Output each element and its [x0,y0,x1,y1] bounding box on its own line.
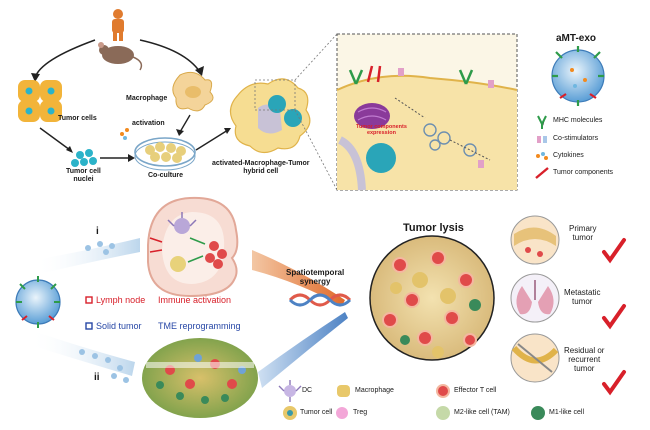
tumor-nuclei-icon [71,149,97,167]
label-hybrid-cell: activated-Macrophage-Tumor hybrid cell [212,160,310,176]
lymph-node-icon [147,196,239,298]
hybrid-cell-icon [229,78,311,154]
check-metastatic-icon [602,304,626,330]
label-synergy: Spatiotemporal synergy [286,268,345,287]
label-tumor-lysis: Tumor lysis [403,222,464,234]
legend-dc-label: DC [302,387,313,394]
check-primary-icon [602,238,626,264]
legend-tumorcomp-label: Tumor components [553,169,614,176]
legend-effector-t-icon [436,384,450,398]
legend-m1-icon [531,406,545,420]
legend-effector-t-label: Effector T cell [454,387,497,394]
tumor-lysis-circle [369,235,495,361]
lymph-node-marker-icon [85,296,93,304]
legend-treg-icon [336,407,348,419]
legend-marker-cytokine-icon [536,152,548,160]
legend-m2-icon [436,406,450,420]
mouse-icon [98,42,143,71]
metastatic-tumor-icon [510,273,560,323]
solid-tumor-icon [142,338,258,418]
outcome-metastatic-label: Metastatic tumor [564,288,601,307]
label-tme-reprogramming: TME reprogramming [158,321,241,331]
route-i-beam [35,238,140,275]
legend-tumor-cell-label: Tumor cell [300,409,333,416]
legend-dc-icon [278,380,302,402]
label-solid-tumor: Solid tumor [96,321,142,331]
legend-m1-label: M1-like cell [549,409,585,416]
zoom-cell-detail [336,65,518,191]
cycle-arrow-right [139,39,201,73]
person-icon [112,9,124,41]
amt-exo-vesicle-icon [551,46,605,106]
label-activation: activation [132,120,165,127]
legend-cytokines-label: Cytokines [553,152,584,159]
macrophage-icon [172,71,214,112]
legend-tumor-cell-icon [283,406,297,420]
label-tumor-cells: Tumor cells [58,115,97,122]
legend-mhc-label: MHC molecules [553,117,603,124]
vesicles-route-ii [79,349,129,383]
label-tumor-components-expression: Tumor components expression [356,124,407,137]
label-immune-activation: Immune activation [158,295,232,305]
legend-marker-costim-icon [537,136,547,143]
label-tumor-cell-nuclei: Tumor cell nuclei [66,168,101,184]
synergy-arrow-top [252,250,345,306]
route-i-label: i [96,226,99,237]
legend-m2-label: M2-like cell (TAM) [454,409,510,416]
legend-marker-tumorcomp-icon [535,167,549,179]
legend-treg-label: Treg [353,409,368,416]
co-culture-dish [134,137,196,171]
route-ii-label: ii [94,372,100,383]
tumor-cells-cluster [18,80,62,122]
label-amt-exo-title: aMT-exo [556,33,597,44]
label-macrophage: Macrophage [126,95,168,102]
label-lymph-node: Lymph node [96,295,146,305]
label-co-culture: Co-culture [148,172,183,179]
primary-tumor-icon [510,215,560,265]
legend-macrophage-label: Macrophage [355,387,394,394]
outcome-primary-label: Primary tumor [569,224,597,243]
recurrent-tumor-icon [510,333,560,383]
legend-macrophage-icon [337,385,350,397]
vesicles-route-i [85,241,115,255]
synergy-arrow-bottom [258,312,348,388]
legend-marker-mhc-icon [537,115,547,129]
solid-tumor-marker-icon [85,322,93,330]
dna-helix-icon [288,293,352,307]
exosome-icon [15,276,61,328]
check-recurrent-icon [602,370,626,396]
activation-dots [120,128,129,140]
outcome-recurrent-label: Residual or recurrent tumor [564,346,605,374]
cycle-arrow-left [34,39,96,79]
legend-costim-label: Co-stimulators [553,135,599,142]
